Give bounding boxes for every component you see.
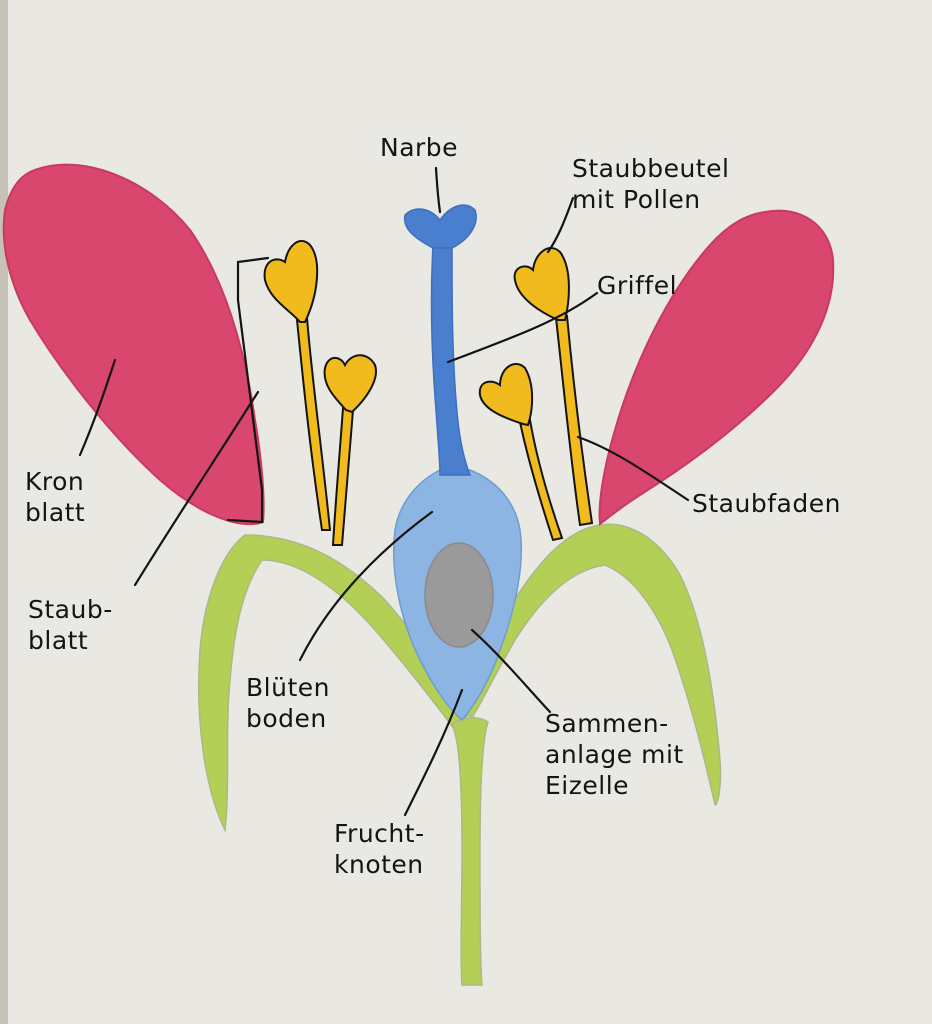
label-kronblatt: Kron blatt: [25, 467, 86, 527]
right-petal: [598, 209, 835, 526]
label-narbe: Narbe: [380, 133, 459, 162]
label-fruchtknoten: Frucht- knoten: [334, 819, 425, 879]
label-bluetenboden: Blüten boden: [246, 673, 330, 733]
stamen-2: [323, 354, 377, 546]
staubblatt-bracket: [226, 256, 270, 524]
stigma: [403, 204, 477, 249]
leader-fruchtknoten: [403, 688, 464, 817]
label-staubbeutel: Staubbeutel mit Pollen: [572, 154, 730, 214]
leader-kronblatt: [78, 358, 117, 457]
leader-narbe: [434, 166, 442, 214]
leader-staubbeutel: [546, 196, 575, 254]
label-staubfaden: Staubfaden: [692, 489, 841, 518]
leader-staubblatt: [133, 390, 260, 587]
label-griffel: Griffel: [597, 271, 678, 300]
leader-bluetenboden: [298, 510, 434, 662]
paper-left-edge: [0, 0, 8, 1024]
leader-staubfaden: [576, 435, 690, 502]
left-petal: [2, 163, 265, 526]
label-staubblatt: Staub- blatt: [28, 595, 113, 655]
leader-lines: [78, 166, 690, 817]
stamen-3: [478, 363, 564, 542]
ovule: [424, 542, 494, 648]
stem: [451, 717, 489, 986]
leader-griffel: [446, 291, 599, 364]
leader-samenanlage: [470, 628, 552, 714]
label-samenanlage: Sammen- anlage mit Eizelle: [545, 709, 684, 800]
stamen-4: [513, 247, 594, 527]
stamen-1: [263, 240, 332, 531]
